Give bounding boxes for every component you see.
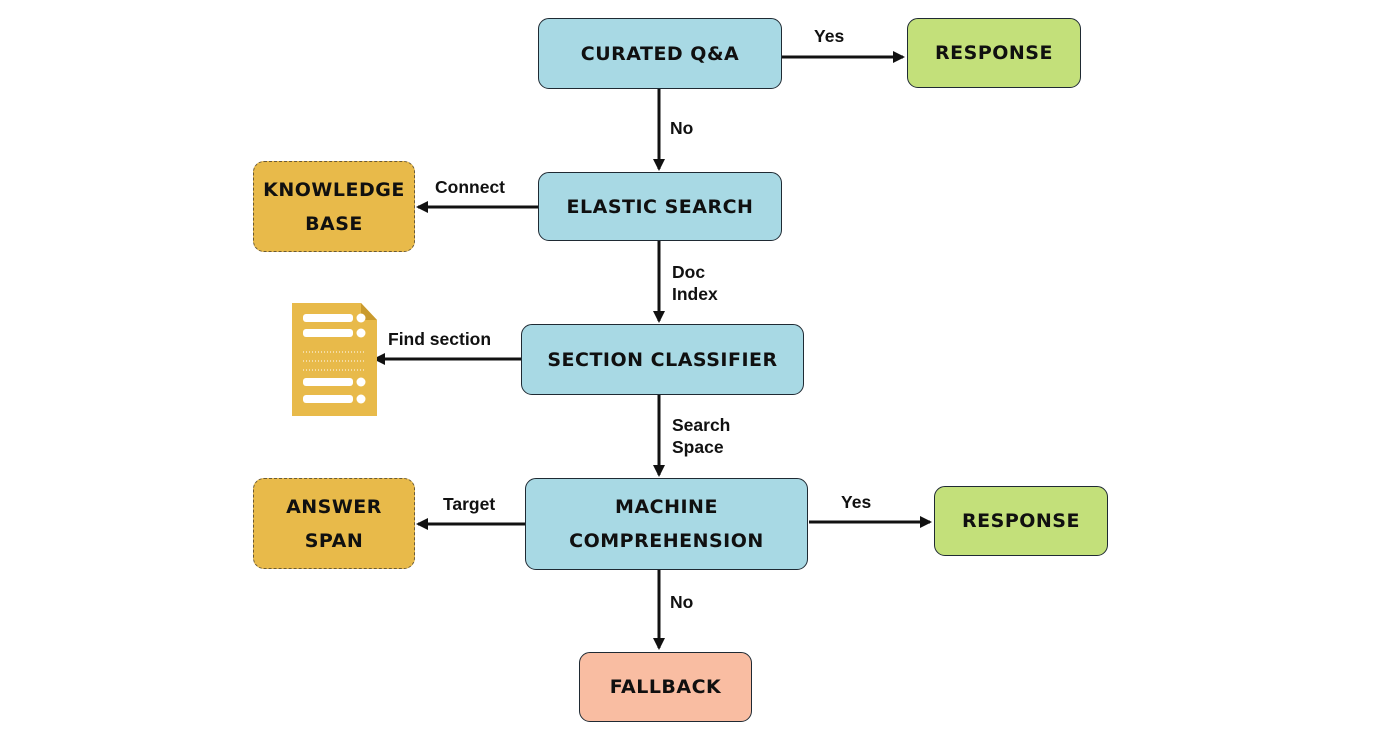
- node-label: COMPREHENSION: [569, 530, 764, 552]
- edge-label-yes-top: Yes: [814, 26, 845, 46]
- node-label: CURATED Q&A: [580, 42, 740, 65]
- node-label: RESPONSE: [935, 42, 1053, 64]
- edge-label-find-section: Find section: [388, 329, 492, 349]
- node-machine-comprehension: MACHINE COMPREHENSION: [525, 478, 808, 570]
- node-curated-qa: CURATED Q&A: [538, 18, 782, 89]
- node-answer-span: ANSWER SPAN: [253, 478, 415, 569]
- edge-label-space: Space: [672, 437, 724, 457]
- node-fallback: FALLBACK: [579, 652, 752, 722]
- node-label: ANSWER: [286, 495, 382, 518]
- edge-label-connect: Connect: [435, 177, 505, 197]
- edge-label-no-top: No: [670, 118, 694, 138]
- node-label: KNOWLEDGE: [263, 178, 405, 201]
- edge-label-target: Target: [443, 494, 496, 514]
- edge-label-yes-bottom: Yes: [841, 492, 872, 512]
- edge-label-no-bottom: No: [670, 592, 694, 612]
- node-label: SPAN: [304, 529, 364, 552]
- node-response-bottom: RESPONSE: [934, 486, 1108, 556]
- node-label: MACHINE: [615, 496, 718, 518]
- node-label: FALLBACK: [609, 676, 722, 698]
- edge-label-index: Index: [672, 284, 718, 304]
- edge-label-doc: Doc: [672, 262, 706, 282]
- node-response-top: RESPONSE: [907, 18, 1081, 88]
- document-icon: [292, 303, 377, 416]
- node-section-classifier: SECTION CLASSIFIER: [521, 324, 804, 395]
- edge-label-search: Search: [672, 415, 731, 435]
- node-label: BASE: [305, 212, 363, 235]
- node-label: RESPONSE: [962, 510, 1080, 532]
- node-label: SECTION CLASSIFIER: [547, 348, 778, 371]
- node-knowledge-base: KNOWLEDGE BASE: [253, 161, 415, 252]
- node-elastic-search: ELASTIC SEARCH: [538, 172, 782, 241]
- node-label: ELASTIC SEARCH: [566, 195, 754, 218]
